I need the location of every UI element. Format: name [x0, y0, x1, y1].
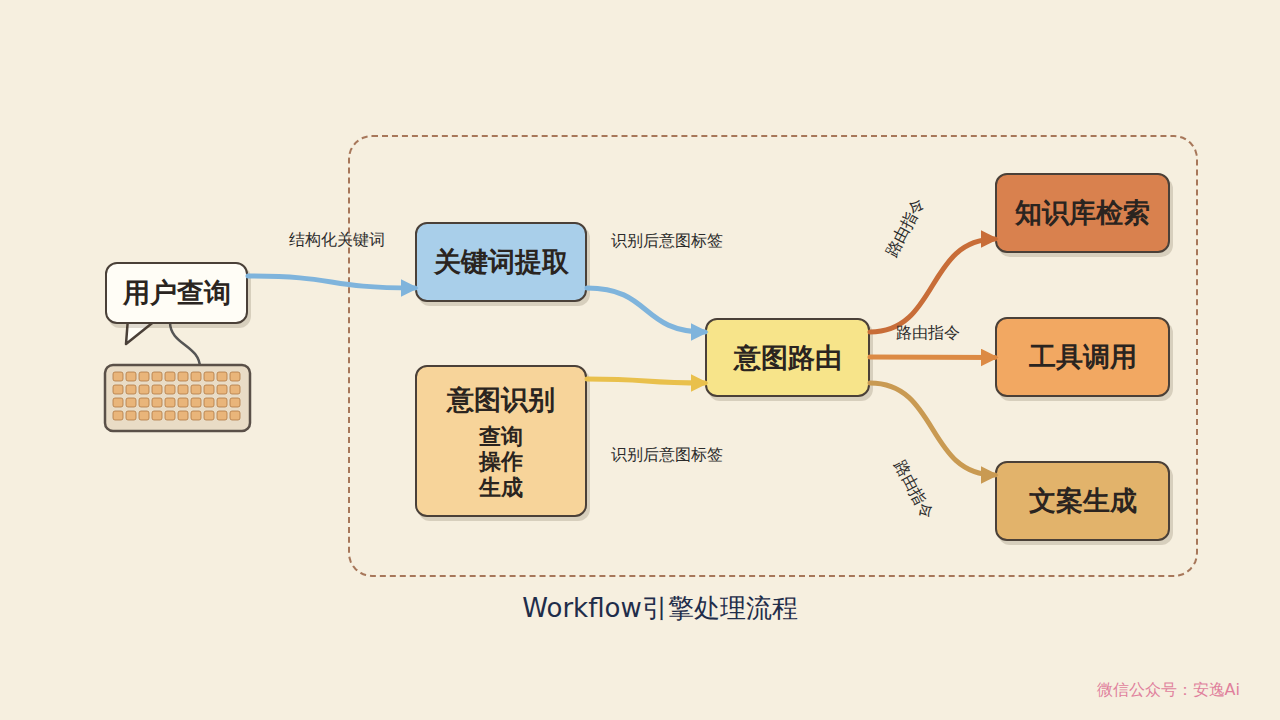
keyboard-key [126, 372, 136, 381]
keyboard-body [105, 365, 250, 431]
keyboard-key [165, 398, 175, 407]
keyboard-key [217, 411, 227, 420]
keyboard-key [178, 398, 188, 407]
edge-label: 识别后意图标签 [611, 231, 723, 252]
router-box: 意图路由 [705, 318, 870, 397]
keyboard-key [178, 372, 188, 381]
keyboard-key [204, 411, 214, 420]
keyboard-key [230, 411, 240, 420]
keyboard-key [204, 372, 214, 381]
keyboard-cable [170, 322, 200, 368]
keyboard-key [191, 372, 201, 381]
keyboard-key [230, 385, 240, 394]
process-box: 意图识别查询 操作 生成 [415, 365, 587, 517]
keyboard-keys [113, 372, 240, 420]
keyboard-key [152, 385, 162, 394]
keyboard-key [230, 372, 240, 381]
keyboard-key [191, 411, 201, 420]
edge-label: 识别后意图标签 [611, 445, 723, 466]
node-title: 用户查询 [123, 275, 231, 311]
node-body: 查询 操作 生成 [477, 424, 525, 500]
target-box: 工具调用 [995, 317, 1170, 397]
flow-arrow [248, 276, 415, 288]
keyboard-key [217, 372, 227, 381]
keyboard-key [152, 398, 162, 407]
node-title: 意图识别 [447, 382, 555, 418]
keyboard-key [217, 398, 227, 407]
flow-arrow [870, 383, 995, 475]
process-box: 关键词提取 [415, 222, 587, 302]
keyboard-key [113, 385, 123, 394]
target-box: 知识库检索 [995, 173, 1170, 253]
node-title: 意图路由 [734, 340, 842, 376]
flow-arrow [587, 288, 705, 332]
target-box: 文案生成 [995, 461, 1170, 541]
keyboard-key [217, 385, 227, 394]
edge-label: 路由指令 [896, 323, 960, 344]
keyboard-key [139, 385, 149, 394]
keyboard-key [113, 411, 123, 420]
watermark: 微信公众号：安逸Ai [1097, 680, 1240, 701]
keyboard-key [178, 411, 188, 420]
keyboard-key [191, 385, 201, 394]
node-title: 工具调用 [1029, 339, 1137, 375]
keyboard-key [230, 398, 240, 407]
keyboard-key [178, 385, 188, 394]
keyboard-key [204, 398, 214, 407]
edge-label: 路由指令 [882, 195, 931, 261]
edge-label: 路由指令 [889, 457, 938, 523]
keyboard-key [113, 372, 123, 381]
keyboard-key [204, 385, 214, 394]
keyboard-key [152, 372, 162, 381]
keyboard-key [113, 398, 123, 407]
keyboard-key [139, 372, 149, 381]
node-title: 知识库检索 [1015, 195, 1150, 231]
edge-label: 结构化关键词 [289, 230, 385, 251]
keyboard-key [126, 398, 136, 407]
keyboard-key [191, 398, 201, 407]
keyboard-key [165, 385, 175, 394]
query-bubble: 用户查询 [105, 262, 248, 324]
keyboard-key [139, 411, 149, 420]
keyboard-key [126, 385, 136, 394]
workflow-group: Workflow引擎处理流程关键词提取意图识别查询 操作 生成意图路由知识库检索… [348, 135, 1198, 577]
group-title: Workflow引擎处理流程 [350, 591, 970, 626]
keyboard-key [139, 398, 149, 407]
keyboard-key [165, 411, 175, 420]
keyboard-key [165, 372, 175, 381]
node-title: 文案生成 [1029, 483, 1137, 519]
keyboard-key [152, 411, 162, 420]
node-title: 关键词提取 [434, 244, 569, 280]
flow-arrow [587, 379, 705, 383]
keyboard-key [126, 411, 136, 420]
flow-arrow [870, 355, 995, 361]
